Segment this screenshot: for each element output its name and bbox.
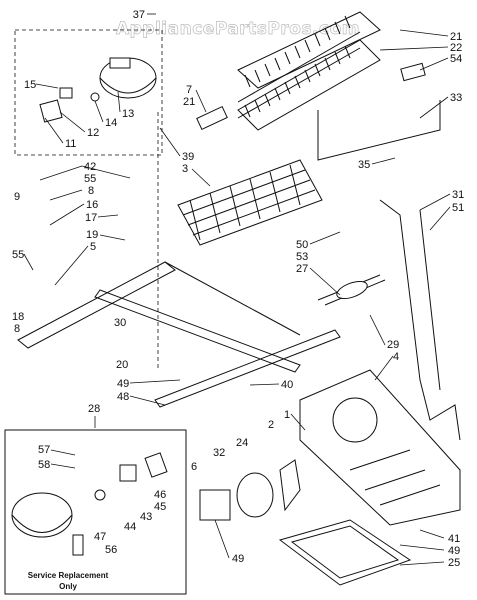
callout-2: 2 xyxy=(268,419,274,431)
callout-14: 14 xyxy=(105,117,117,129)
callout-15: 15 xyxy=(24,79,36,91)
callout-13: 13 xyxy=(122,108,134,120)
callout-4: 4 xyxy=(393,351,399,363)
callout-33: 33 xyxy=(450,92,462,104)
service-caption-line1: Service Replacement xyxy=(28,571,109,580)
callout-17: 17 xyxy=(85,212,97,224)
callout-58: 58 xyxy=(38,459,50,471)
callout-1: 1 xyxy=(284,409,290,421)
callout-12: 12 xyxy=(87,127,99,139)
callout-47: 47 xyxy=(94,531,106,543)
part-27-body xyxy=(336,280,368,300)
callout-35: 35 xyxy=(358,159,370,171)
leader-lines xyxy=(23,13,451,566)
callout-48: 48 xyxy=(117,391,129,403)
callout-40: 40 xyxy=(281,379,293,391)
callout-labels: 37 21 22 54 15 13 12 14 11 7 21 33 39 3 … xyxy=(12,9,464,569)
callout-21a: 21 xyxy=(450,31,462,43)
callout-45: 45 xyxy=(154,501,166,513)
service-compressor xyxy=(11,492,84,556)
part-54-clip xyxy=(400,62,426,82)
condenser-coil xyxy=(237,11,381,131)
callout-28: 28 xyxy=(88,403,100,415)
watermark-text: AppliancePartsPros.com xyxy=(116,19,360,39)
callout-39: 39 xyxy=(182,151,194,163)
callout-7: 7 xyxy=(186,84,192,96)
callout-8a: 8 xyxy=(88,185,94,197)
callout-37: 37 xyxy=(133,9,145,21)
callout-8b: 8 xyxy=(14,323,20,335)
relay-group-dashed-box xyxy=(14,29,163,156)
callout-49a: 49 xyxy=(117,378,129,390)
callout-19: 19 xyxy=(86,229,98,241)
callout-20: 20 xyxy=(116,359,128,371)
fan-bracket xyxy=(299,369,461,526)
callout-6: 6 xyxy=(191,461,197,473)
callout-49c: 49 xyxy=(448,545,460,557)
part-31-tube xyxy=(379,199,461,441)
callout-25: 25 xyxy=(448,557,460,569)
callout-55b: 55 xyxy=(12,249,24,261)
callout-29: 29 xyxy=(387,339,399,351)
callout-46: 46 xyxy=(154,489,166,501)
callout-32: 32 xyxy=(213,447,225,459)
fan-motor xyxy=(199,459,301,521)
callout-51: 51 xyxy=(452,202,464,214)
callout-56: 56 xyxy=(105,544,117,556)
callout-22: 22 xyxy=(450,42,462,54)
callout-43: 43 xyxy=(140,511,152,523)
compressor-top xyxy=(99,57,157,99)
callout-49b: 49 xyxy=(232,553,244,565)
callout-44: 44 xyxy=(124,521,136,533)
callout-24: 24 xyxy=(236,437,248,449)
service-replacement-box xyxy=(4,429,187,595)
callout-11: 11 xyxy=(65,138,76,150)
callout-42: 42 xyxy=(84,161,96,173)
callout-9: 9 xyxy=(14,191,20,203)
callout-57: 57 xyxy=(38,444,50,456)
callout-18: 18 xyxy=(12,311,24,323)
callout-3: 3 xyxy=(182,163,188,175)
callout-55a: 55 xyxy=(84,173,96,185)
service-relay-parts xyxy=(94,452,168,501)
evaporator-coil xyxy=(177,159,323,246)
part-33-heater-loop xyxy=(317,100,441,161)
relay-top xyxy=(39,87,100,123)
callout-30: 30 xyxy=(114,317,126,329)
callout-5: 5 xyxy=(90,241,96,253)
callout-27: 27 xyxy=(296,263,308,275)
part-51-tube xyxy=(419,209,441,391)
drip-tray xyxy=(278,519,412,586)
callout-54: 54 xyxy=(450,53,462,65)
service-caption-line2: Only xyxy=(59,582,77,591)
callout-53: 53 xyxy=(296,251,308,263)
callout-41: 41 xyxy=(448,533,460,545)
callout-50: 50 xyxy=(296,239,308,251)
callout-31: 31 xyxy=(452,189,464,201)
callout-16: 16 xyxy=(86,199,98,211)
part-7-drier xyxy=(196,105,228,131)
callout-21b: 21 xyxy=(183,96,195,108)
base-frame xyxy=(17,261,341,408)
